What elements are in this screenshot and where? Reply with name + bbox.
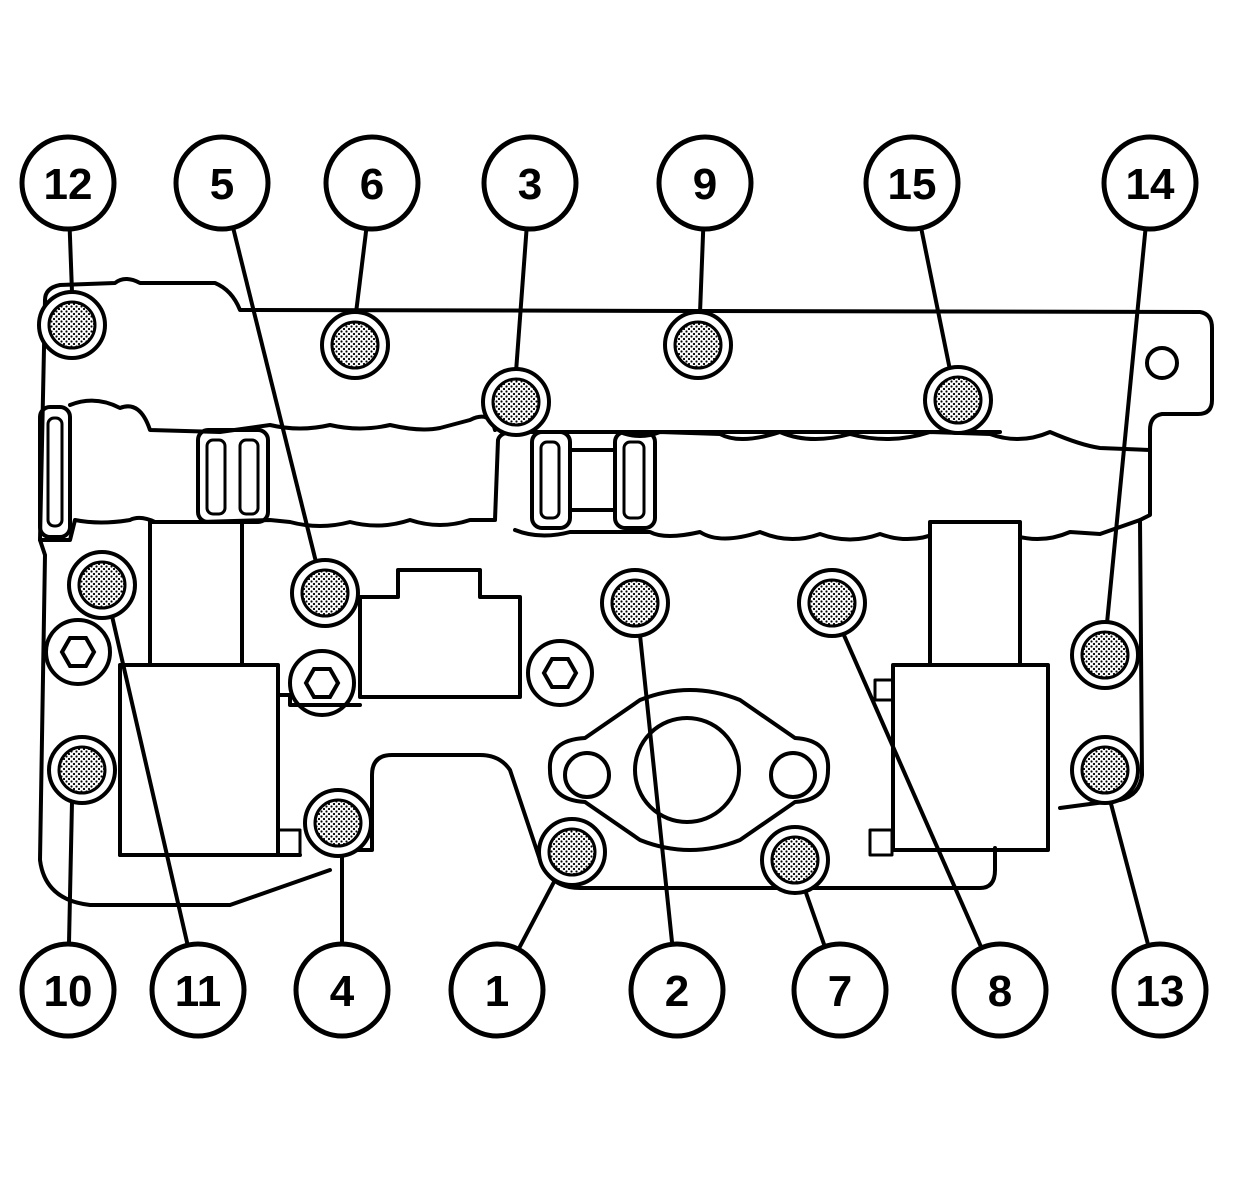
callout-15-circle <box>863 134 961 232</box>
callout-11-label: 11 <box>175 967 222 1016</box>
callout-2-label: 2 <box>665 967 689 1016</box>
callout-8-circle <box>951 941 1049 1039</box>
leader-line-9 <box>698 229 706 314</box>
callout-9-circle <box>656 134 754 232</box>
bolt-1 <box>547 827 597 877</box>
hex-nuts <box>44 618 594 717</box>
leader-line-14 <box>1105 229 1148 624</box>
callout-9-label: 9 <box>693 160 717 209</box>
callout-6-label: 6 <box>360 160 384 209</box>
bolt-8 <box>807 578 857 628</box>
bolt-12 <box>47 300 97 350</box>
leader-line-10 <box>67 801 74 944</box>
leader-lines <box>67 228 1150 950</box>
leader-line-2 <box>638 634 675 944</box>
callout-6-circle <box>323 134 421 232</box>
callout-10-label: 10 <box>44 967 93 1016</box>
callout-4-circle <box>293 941 391 1039</box>
callout-1-circle <box>448 941 546 1039</box>
leader-line-7 <box>803 889 827 947</box>
bolt-4 <box>313 798 363 848</box>
leader-line-12 <box>67 229 74 293</box>
leader-line-1 <box>517 879 557 950</box>
bolt-13 <box>1080 745 1130 795</box>
callout-7-circle <box>791 941 889 1039</box>
bolt-15 <box>933 375 983 425</box>
callout-14-circle <box>1101 134 1199 232</box>
leader-line-8 <box>841 632 983 948</box>
bolt-3 <box>491 377 541 427</box>
leader-line-3 <box>514 229 529 373</box>
callout-12-circle <box>19 134 117 232</box>
callout-14-label: 14 <box>1126 160 1175 209</box>
callout-1-label: 1 <box>485 967 509 1016</box>
callout-5-label: 5 <box>210 160 234 209</box>
callout-4-label: 4 <box>330 967 355 1016</box>
callout-13-circle <box>1111 941 1209 1039</box>
leader-line-6 <box>354 229 369 314</box>
leader-line-11 <box>110 615 190 945</box>
callout-5-circle <box>173 134 271 232</box>
bolt-5 <box>300 568 350 618</box>
bolt-6 <box>330 320 380 370</box>
bolt-10 <box>57 745 107 795</box>
callout-7-label: 7 <box>828 967 852 1016</box>
callout-13-label: 13 <box>1136 967 1185 1016</box>
leader-line-15 <box>919 228 952 371</box>
lower-body <box>118 520 1050 890</box>
leader-line-13 <box>1108 799 1150 946</box>
callout-15-label: 15 <box>888 160 937 209</box>
callout-3-label: 3 <box>518 160 542 209</box>
bolt-2 <box>610 578 660 628</box>
bolt-14 <box>1080 630 1130 680</box>
callout-2-circle <box>628 941 726 1039</box>
bolt-9 <box>673 320 723 370</box>
bolts <box>37 290 1140 895</box>
leader-line-5 <box>231 228 318 563</box>
callout-11-circle <box>149 941 247 1039</box>
callout-8-label: 8 <box>988 967 1012 1016</box>
upper-channel <box>38 398 1152 542</box>
callout-12-label: 12 <box>44 160 93 209</box>
housing <box>38 277 1214 907</box>
callout-10-circle <box>19 941 117 1039</box>
bolt-7 <box>770 835 820 885</box>
bolt-11 <box>77 560 127 610</box>
callout-3-circle <box>481 134 579 232</box>
